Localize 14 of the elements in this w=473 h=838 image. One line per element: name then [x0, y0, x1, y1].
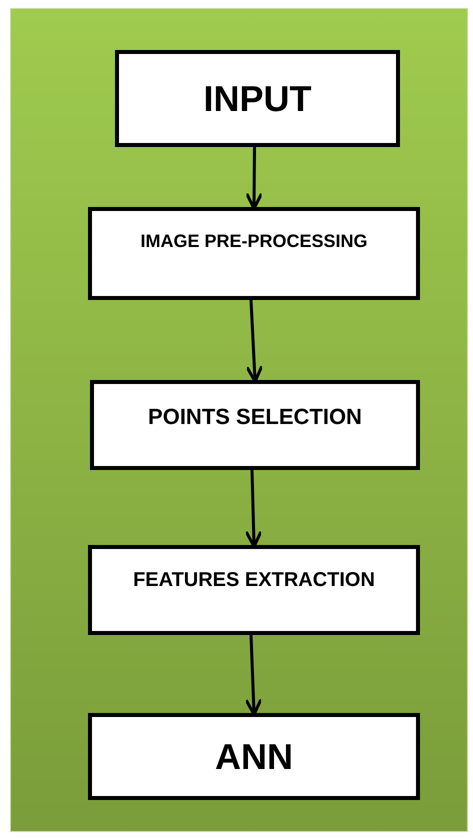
box-label: POINTS SELECTION: [148, 404, 362, 430]
process-box: [88, 545, 420, 635]
box-label: FEATURES EXTRACTION: [133, 569, 375, 592]
arrow: [245, 146, 264, 210]
process-box: [115, 50, 400, 147]
arrow: [244, 634, 262, 716]
arrow: [245, 300, 264, 383]
process-box: [88, 207, 420, 300]
box-label: INPUT: [204, 78, 312, 120]
process-box: [88, 713, 420, 800]
process-box: [90, 380, 420, 470]
box-label: ANN: [215, 736, 293, 778]
arrow: [244, 470, 263, 548]
box-label: IMAGE PRE-PROCESSING: [140, 231, 368, 252]
